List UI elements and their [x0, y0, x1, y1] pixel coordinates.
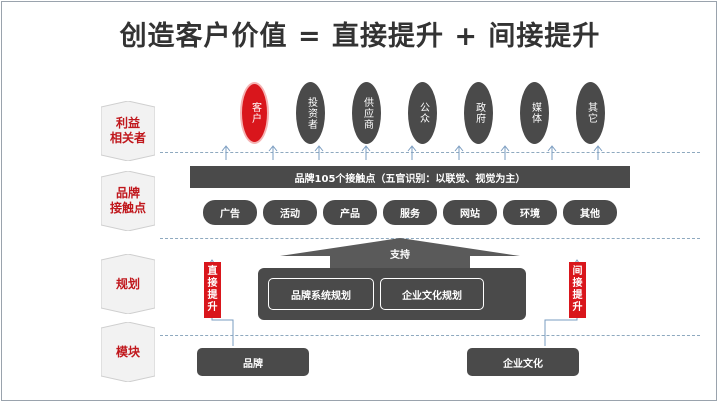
touchpoint-bar: 品牌105个接触点（五官识别：以联觉、视觉为主）: [190, 166, 630, 188]
touchpoint-environment: 环境: [503, 200, 557, 225]
stakeholder-supplier: 供应商: [352, 82, 381, 144]
support-label: 支持: [390, 250, 410, 261]
touchpoint-website: 网站: [443, 200, 497, 225]
row-label-text: 品牌 接触点: [109, 186, 146, 215]
chevron-shape: [101, 322, 155, 382]
stakeholder-other: 其它: [576, 82, 605, 144]
chevron-shape: [101, 254, 155, 314]
row-label-text: 规划: [115, 276, 140, 291]
row-label-touchpoints: 品牌 接触点: [101, 171, 155, 231]
separator-line: [160, 335, 700, 336]
page-title: 创造客户价值 = 直接提升 + 间接提升: [119, 21, 601, 52]
separator-line: [160, 238, 700, 239]
plan-corporate-culture: 企业文化规划: [380, 278, 484, 310]
plan-brand-system: 品牌系统规划: [268, 278, 374, 310]
separator-line: [160, 152, 700, 153]
stakeholder-customer: 客户: [240, 82, 269, 144]
stakeholder-media: 媒体: [520, 82, 549, 144]
touchpoint-events: 活动: [263, 200, 317, 225]
touchpoint-products: 产品: [323, 200, 377, 225]
module-brand: 品牌: [197, 348, 309, 376]
row-label-planning: 规划: [101, 254, 155, 314]
touchpoint-service: 服务: [383, 200, 437, 225]
stakeholder-public: 公众: [408, 82, 437, 144]
chevron-shape: [101, 171, 155, 231]
touchpoint-others: 其他: [563, 200, 617, 225]
planning-box: [258, 268, 526, 320]
row-label-text: 模块: [115, 344, 140, 359]
row-label-stakeholders: 利益 相关者: [101, 101, 155, 161]
touchpoint-ads: 广告: [203, 200, 257, 225]
chevron-shape: [101, 101, 155, 161]
stakeholder-government: 政府: [464, 82, 493, 144]
indirect-boost-box: 间接提升: [569, 262, 586, 318]
module-corporate-culture: 企业文化: [467, 348, 579, 376]
row-label-modules: 模块: [101, 322, 155, 382]
direct-boost-box: 直接提升: [204, 262, 221, 318]
support-arrow-shape: [280, 238, 520, 268]
row-label-text: 利益 相关者: [109, 116, 146, 145]
stakeholder-investor: 投资者: [296, 82, 325, 144]
